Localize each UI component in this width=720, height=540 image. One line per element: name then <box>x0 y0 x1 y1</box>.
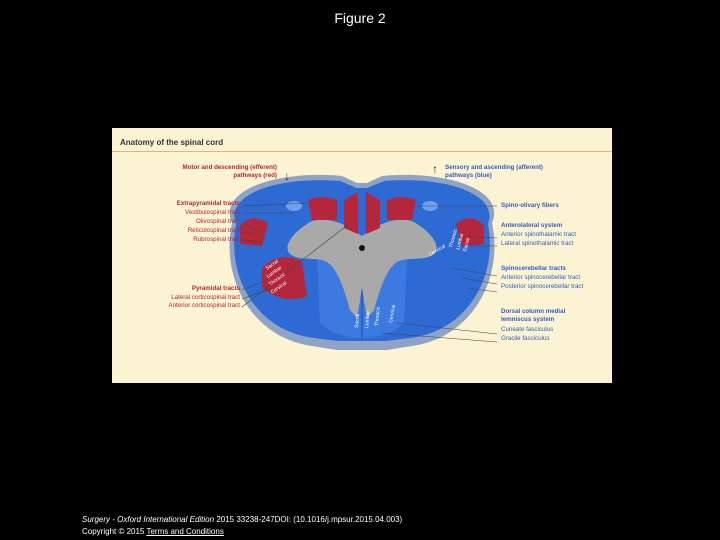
label-anterior-spinocerebellar: Anterior spinocerebellar tract <box>501 274 581 281</box>
blue-accent-left <box>286 201 302 211</box>
inner-label-right-3: Sacral <box>462 237 471 252</box>
spinal-cord-figure: Anatomy of the spinal cord <box>112 128 612 383</box>
copyright-text: Copyright © 2015 <box>82 527 145 536</box>
down-arrow-icon: ↓ <box>284 169 290 183</box>
label-spino-olivary: Spino-olivary fibers <box>501 202 559 209</box>
sensory-heading: Sensory and ascending (afferent)pathways… <box>445 164 543 179</box>
slide-title: Figure 2 <box>334 10 386 26</box>
label-vestibulospinal: Vestibulospinal tract <box>184 209 240 216</box>
label-rubrospinal: Rubrospinal tract <box>193 236 240 243</box>
label-lateral-corticospinal: Lateral corticospinal tract <box>171 294 240 301</box>
grey-matter <box>287 219 437 318</box>
inner-label-right-1: Thoracic <box>448 228 459 249</box>
anterior-corticospinal-left <box>344 192 358 234</box>
label-spinocerebellar: Spinocerebellar tracts <box>501 265 566 272</box>
spinal-cord-cross-section: Sacral Lumbar Thoracic Cervical Cervical… <box>229 162 498 350</box>
motor-heading: Motor and descending (efferent)pathways … <box>182 164 277 179</box>
inner-label-dorsal-3: Cervical <box>388 305 397 324</box>
anterior-corticospinal-right <box>366 192 380 234</box>
label-pyramidal: Pyramidal tracts <box>191 285 240 292</box>
citation-details: 2015 33238-247DOI: (10.1016/j.mpsur.2015… <box>216 515 403 524</box>
label-extrapyramidal: Extrapyramidal tracts <box>176 200 240 207</box>
title-divider <box>112 151 612 152</box>
vestibulospinal-left <box>308 197 337 220</box>
citation: Surgery - Oxford International Edition 2… <box>82 514 402 538</box>
label-reticulospinal: Reticulospinal tract <box>187 227 240 234</box>
label-posterior-spinocerebellar: Posterior spinocerebellar tract <box>501 283 584 290</box>
inner-label-dorsal-1: Lumbar <box>364 310 371 328</box>
inner-label-dorsal-0: Sacral <box>354 314 361 329</box>
label-cuneate: Cuneate fasciculus <box>501 326 554 333</box>
lateral-corticospinal-left <box>262 257 307 300</box>
label-anterior-spinothalamic: Anterior spinothalamic tract <box>501 231 576 238</box>
inner-label-right-2: Lumbar <box>455 232 465 250</box>
label-olivospinal: Olivospinal tract <box>195 218 240 225</box>
label-lateral-spinothalamic: Lateral spinothalamic tract <box>501 240 574 247</box>
label-anterior-corticospinal: Anterior corticospinal tract <box>168 302 240 309</box>
inner-label-dorsal-2: Thoracic <box>374 306 382 326</box>
figure-title: Anatomy of the spinal cord <box>120 138 224 147</box>
journal-name: Surgery - Oxford International Edition <box>82 515 215 524</box>
label-anterolateral: Anterolateral system <box>501 222 563 229</box>
right-leader-lines <box>381 205 498 343</box>
central-canal <box>359 245 365 251</box>
up-arrow-icon: ↑ <box>432 162 438 176</box>
spinoolivary-right <box>387 197 416 220</box>
rubrospinal-right <box>456 218 484 246</box>
label-gracile: Gracile fasciculus <box>501 335 550 342</box>
left-leader-lines <box>241 202 351 308</box>
terms-link[interactable]: Terms and Conditions <box>146 527 224 536</box>
